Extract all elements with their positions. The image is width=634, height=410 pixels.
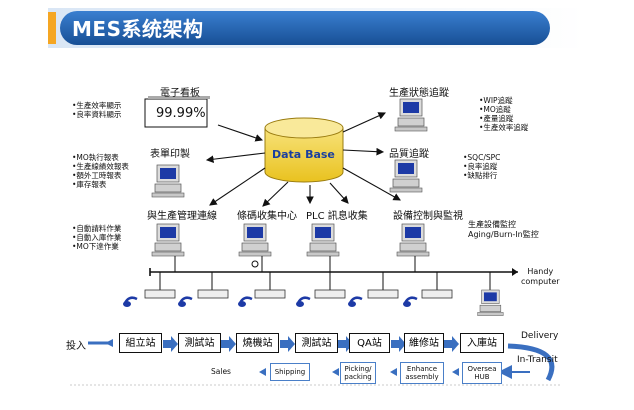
node-handy-computer: Handy computer <box>521 267 560 286</box>
return-shipping: Shipping <box>270 363 310 381</box>
feature-item: •MO追蹤 <box>479 105 511 114</box>
node-equipment: 設備控制與監視 <box>393 211 463 222</box>
feature-item: •庫存報表 <box>72 180 107 189</box>
page-title: MES系统架构 <box>72 17 204 41</box>
station-test-1: 測試站 <box>178 333 221 353</box>
kanban-value: 99.99% <box>156 106 206 121</box>
feature-item: •自動請料作業 <box>72 224 122 233</box>
node-barcode-center: 條碼收集中心 <box>237 211 297 222</box>
feature-item: •WIP追蹤 <box>479 96 513 105</box>
feature-item: •良率資料顯示 <box>72 110 122 119</box>
return-oversea-hub: Oversea HUB <box>462 362 502 384</box>
node-production-tracking: 生產狀態追蹤 <box>389 88 449 99</box>
flow-in-transit-label: In-Transit <box>517 355 558 365</box>
right-features-bottom: 生產設備監控 Aging/Burn-In監控 <box>468 220 539 240</box>
return-picking-packing: Picking/ packing <box>340 362 376 384</box>
feature-item: •缺點排行 <box>463 171 498 180</box>
barcode-center-pc <box>238 223 272 257</box>
feature-item: Aging/Burn-In監控 <box>468 230 539 239</box>
kanban-board <box>144 98 208 128</box>
plc-pc <box>306 223 340 257</box>
station-test-2: 測試站 <box>295 333 338 353</box>
feature-item: •生產線績效報表 <box>72 162 129 171</box>
feature-item: •良率追蹤 <box>463 162 498 171</box>
node-quality-tracking: 品質追蹤 <box>389 149 429 160</box>
feature-item: 生產設備監控 <box>468 220 516 229</box>
node-production-mgmt: 與生產管理連線 <box>147 211 217 222</box>
kanban-label: 電子看板 <box>160 88 200 99</box>
feature-item: •MO下達作業 <box>72 242 119 251</box>
feature-item: •MO執行報表 <box>72 153 119 162</box>
database-cylinder <box>264 117 344 183</box>
db-connectors <box>205 112 401 207</box>
equipment-pc <box>396 223 430 257</box>
station-repair: 維修站 <box>404 333 444 353</box>
tracking-pc <box>394 98 428 132</box>
return-arrows <box>259 368 459 376</box>
scanner-terminals <box>121 289 453 309</box>
left-features-mid: •MO執行報表 •生產線績效報表 •額外工時報表 •庫存報表 <box>72 153 129 189</box>
flow-input-label: 投入 <box>66 341 86 352</box>
database-label: Data Base <box>272 148 335 161</box>
station-burn-in: 燒機站 <box>236 333 279 353</box>
quality-pc <box>389 159 423 193</box>
flow-delivery-label: Delivery <box>521 331 559 341</box>
feature-item: •額外工時報表 <box>72 171 122 180</box>
feature-item: •SQC/SPC <box>463 153 501 162</box>
title-banner <box>48 8 584 48</box>
station-qa: QA站 <box>349 333 390 353</box>
left-features-bottom: •自動請料作業 •自動入庫作業 •MO下達作業 <box>72 224 121 251</box>
production-mgmt-pc <box>151 223 185 257</box>
station-warehouse: 入庫站 <box>460 333 504 353</box>
right-features-mid: •SQC/SPC •良率追蹤 •缺點排行 <box>463 153 500 180</box>
feature-item: •自動入庫作業 <box>72 233 122 242</box>
left-features-top: •生產效率顯示 •良率資料顯示 <box>72 101 121 119</box>
station-assembly: 組立站 <box>119 333 162 353</box>
node-plc-collection: PLC 訊息收集 <box>306 211 368 222</box>
return-enhance-assembly: Enhance assembly <box>400 362 444 384</box>
report-print-pc <box>151 164 185 198</box>
handy-computer-pc <box>477 289 504 317</box>
feature-item: •產量追蹤 <box>479 114 514 123</box>
feature-item: •生產效率追蹤 <box>479 123 529 132</box>
bus-drops <box>159 256 491 290</box>
right-features-top: •WIP追蹤 •MO追蹤 •產量追蹤 •生產效率追蹤 <box>479 96 528 132</box>
node-report-print: 表單印製 <box>150 149 190 160</box>
return-sales-label: Sales <box>211 367 231 376</box>
feature-item: •生產效率顯示 <box>72 101 122 110</box>
